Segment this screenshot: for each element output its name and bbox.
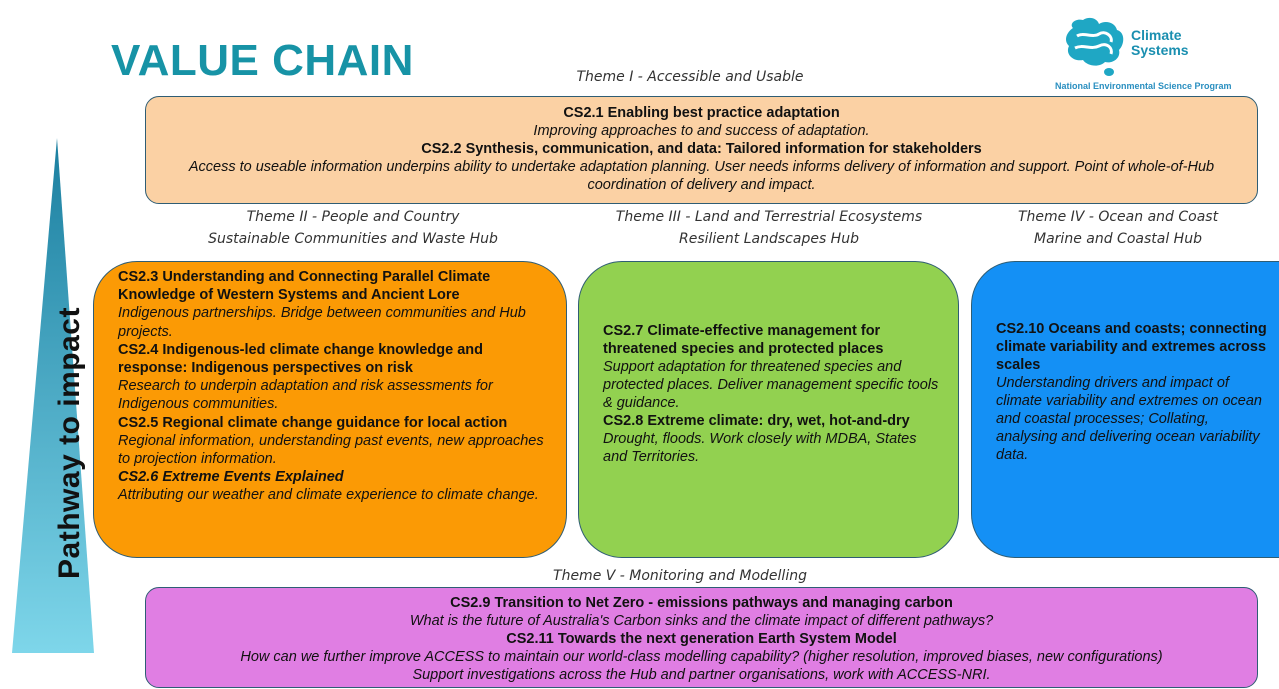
theme-4-hub: Marine and Coastal Hub <box>1034 231 1202 247</box>
cs22-description: Access to useable information underpins … <box>188 159 1215 193</box>
cs25-title: CS2.5 Regional climate change guidance f… <box>118 414 508 431</box>
cs211-description-2: Support investigations across the Hub an… <box>412 667 991 683</box>
cs24-title: CS2.4 Indigenous-led climate change know… <box>118 341 483 377</box>
cs29-title: CS2.9 Transition to Net Zero - emissions… <box>450 595 953 611</box>
cs29-description: What is the future of Australia's Carbon… <box>409 613 994 629</box>
australia-map-icon <box>1066 17 1124 76</box>
cs21-description: Improving approaches to and success of a… <box>533 123 870 139</box>
pathway-arrow <box>12 138 94 653</box>
cs25-description: Regional information, understanding past… <box>118 432 544 468</box>
climate-systems-logo: Climate Systems National Environmental S… <box>1055 14 1267 96</box>
theme-5-label: Theme V - Monitoring and Modelling <box>553 568 807 584</box>
theme-2-box: CS2.3 Understanding and Connecting Paral… <box>93 261 567 558</box>
theme-3-title: Theme III - Land and Terrestrial Ecosyst… <box>615 209 923 225</box>
theme-4-title: Theme IV - Ocean and Coast <box>1017 209 1219 225</box>
cs211-title: CS2.11 Towards the next generation Earth… <box>506 631 897 647</box>
logo-word-systems: Systems <box>1131 42 1189 58</box>
cs210-title: CS2.10 Oceans and coasts; connecting cli… <box>996 321 1267 373</box>
logo-subtitle: National Environmental Science Program <box>1055 81 1232 91</box>
theme-3-box: CS2.7 Climate-effective management for t… <box>578 261 959 558</box>
theme-3-hub: Resilient Landscapes Hub <box>679 231 859 247</box>
theme-5-box: CS2.9 Transition to Net Zero - emissions… <box>145 587 1258 688</box>
cs21-title: CS2.1 Enabling best practice adaptation <box>563 105 840 121</box>
page-title: VALUE CHAIN <box>111 36 414 85</box>
cs211-description: How can we further improve ACCESS to mai… <box>240 649 1163 665</box>
theme-2-title: Theme II - People and Country <box>246 209 460 225</box>
cs26-title: CS2.6 Extreme Events Explained <box>118 469 344 486</box>
logo-word-climate: Climate <box>1131 27 1182 43</box>
cs28-description: Drought, floods. Work closely with MDBA,… <box>603 431 917 465</box>
cs24-description: Research to underpin adaptation and risk… <box>118 378 493 413</box>
theme-2-label: Theme II - People and Country Sustainabl… <box>163 206 543 250</box>
cs22-title: CS2.2 Synthesis, communication, and data… <box>421 141 982 157</box>
theme-3-label: Theme III - Land and Terrestrial Ecosyst… <box>574 206 964 250</box>
theme-4-label: Theme IV - Ocean and Coast Marine and Co… <box>978 206 1258 250</box>
pathway-label: Pathway to impact <box>53 307 86 579</box>
cs210-description: Understanding drivers and impact of clim… <box>996 375 1262 463</box>
cs23-title: CS2.3 Understanding and Connecting Paral… <box>118 269 491 304</box>
cs26-description: Attributing our weather and climate expe… <box>118 487 539 504</box>
cs28-title: CS2.8 Extreme climate: dry, wet, hot-and… <box>603 413 910 429</box>
theme-1-box: CS2.1 Enabling best practice adaptation … <box>145 96 1258 204</box>
cs27-title: CS2.7 Climate-effective management for t… <box>603 323 884 357</box>
theme-2-hub: Sustainable Communities and Waste Hub <box>208 231 498 247</box>
cs23-description: Indigenous partnerships. Bridge between … <box>118 305 526 340</box>
cs27-description: Support adaptation for threatened specie… <box>603 359 939 411</box>
theme-4-box: CS2.10 Oceans and coasts; connecting cli… <box>971 261 1279 558</box>
theme-1-label: Theme I - Accessible and Usable <box>576 69 804 85</box>
